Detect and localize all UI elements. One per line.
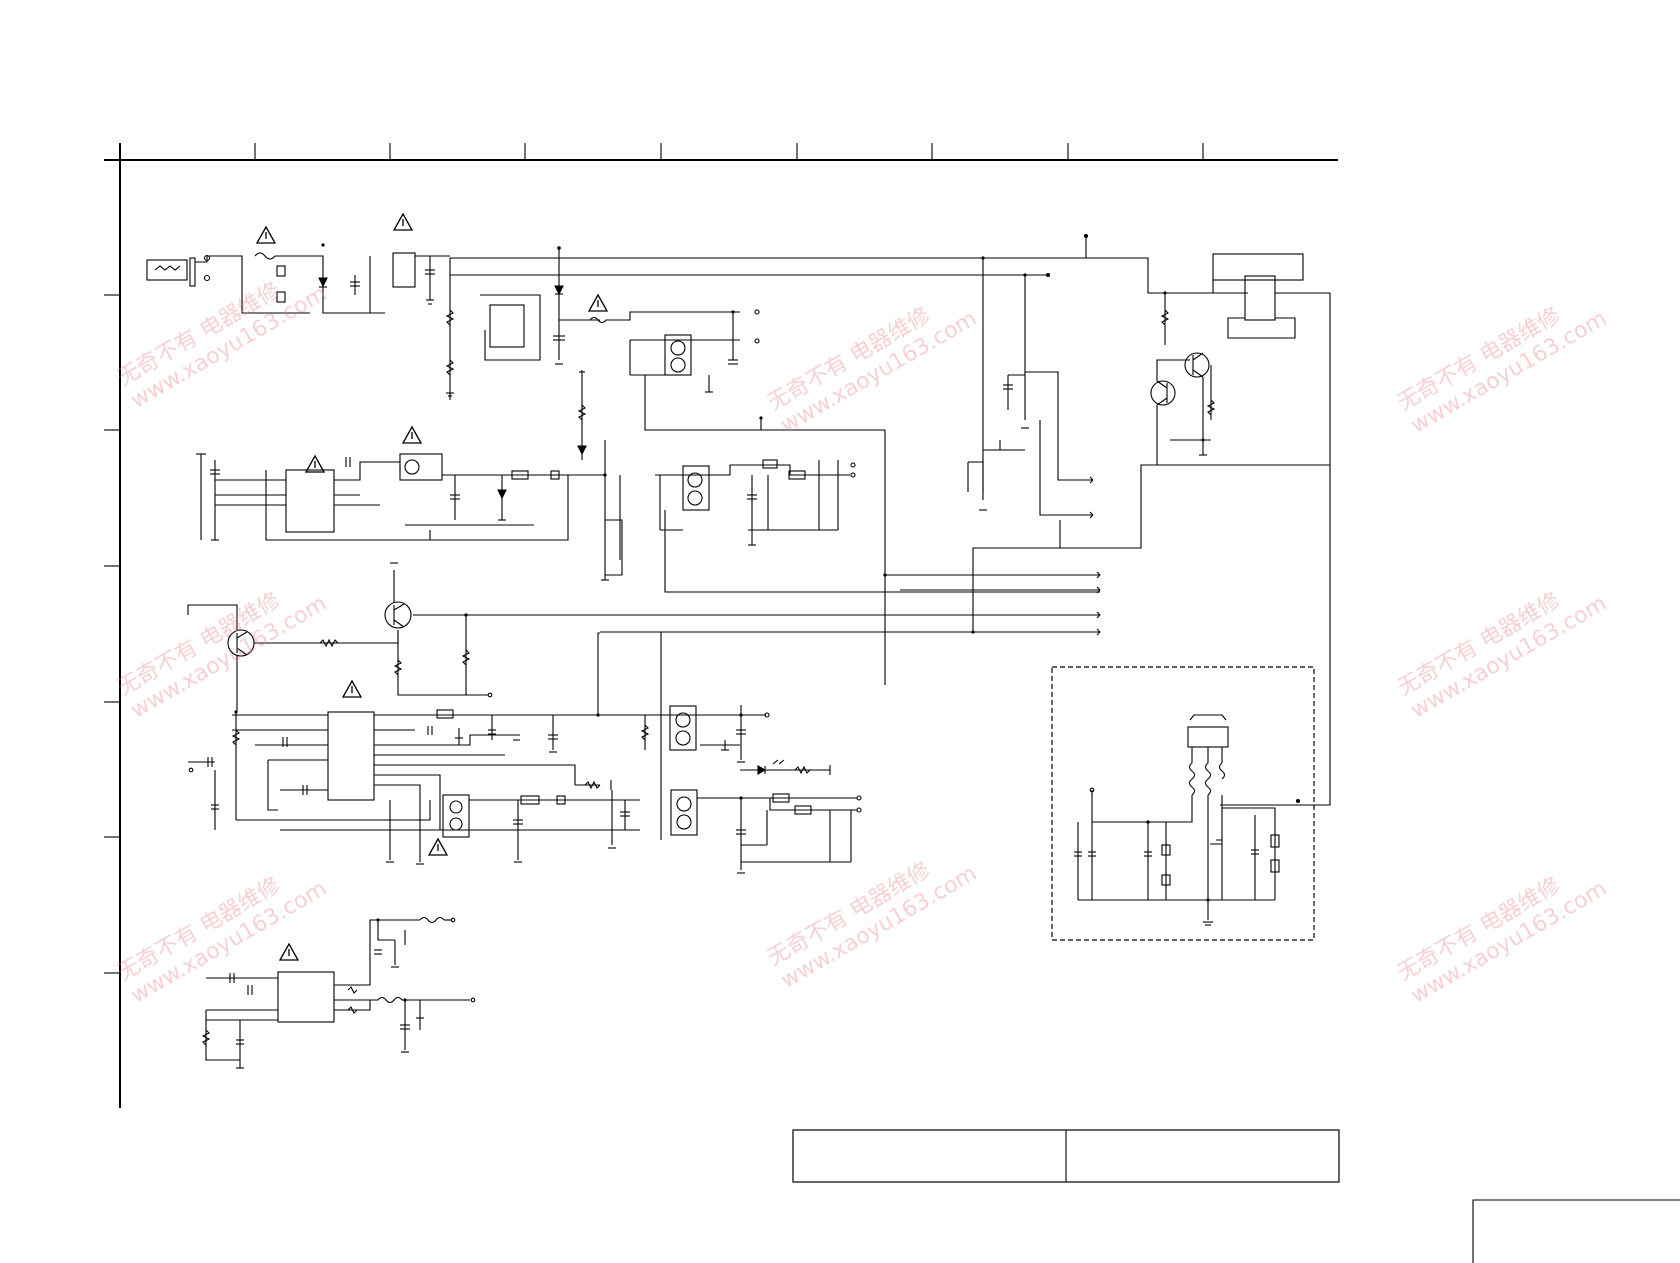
warning-icon [401, 425, 423, 444]
resonant-controller [188, 632, 662, 865]
signal-lines [413, 371, 1330, 636]
buck-regulator [201, 916, 476, 1069]
warning-icon [255, 225, 277, 244]
standby-converter [196, 440, 1100, 593]
transistor-stage [187, 562, 493, 712]
ac-input-section [146, 252, 450, 314]
warning-icon [427, 837, 449, 856]
warning-icon [587, 293, 609, 312]
input-filter-inset [1051, 666, 1315, 941]
warning-icon [392, 212, 414, 231]
standby-regulator [1150, 253, 1331, 806]
bus-lines [450, 233, 1248, 500]
warning-icon [341, 679, 363, 698]
junction-dots [234, 243, 1210, 1002]
frame [104, 143, 1680, 1263]
warning-icon [304, 454, 326, 473]
warning-icon [278, 942, 300, 961]
startup-controller [445, 248, 886, 685]
warning-icons [255, 212, 609, 961]
output-rectifiers [640, 705, 862, 874]
